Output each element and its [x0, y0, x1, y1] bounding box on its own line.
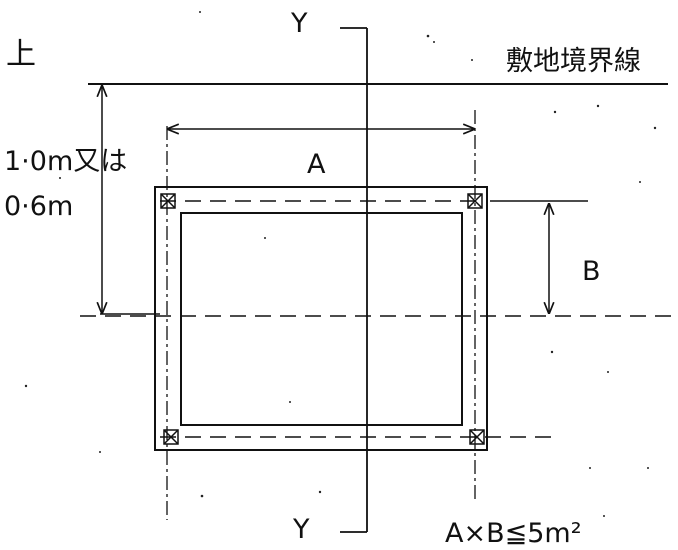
section-label-top: Y [290, 8, 308, 39]
boundary-distance-dimension [100, 86, 160, 315]
top-left-label: 上 [6, 37, 36, 72]
distance-label-line2: 0·6m [4, 191, 73, 222]
column-marker [163, 429, 179, 445]
area-formula-label: A×B≦5m² [445, 518, 582, 549]
column-marker [160, 193, 176, 209]
column-row-lines [160, 200, 560, 438]
column-marker [469, 429, 485, 445]
building-outline [154, 186, 488, 451]
dimension-b-label: B [582, 256, 601, 287]
dimension-a-label: A [307, 149, 326, 180]
site-boundary-label: 敷地境界線 [506, 46, 641, 77]
scan-specks [24, 11, 657, 541]
column-marker [467, 193, 483, 209]
distance-label-line1: 1·0m又は [4, 146, 127, 177]
section-line-y [340, 27, 368, 533]
section-label-bottom: Y [292, 514, 310, 545]
